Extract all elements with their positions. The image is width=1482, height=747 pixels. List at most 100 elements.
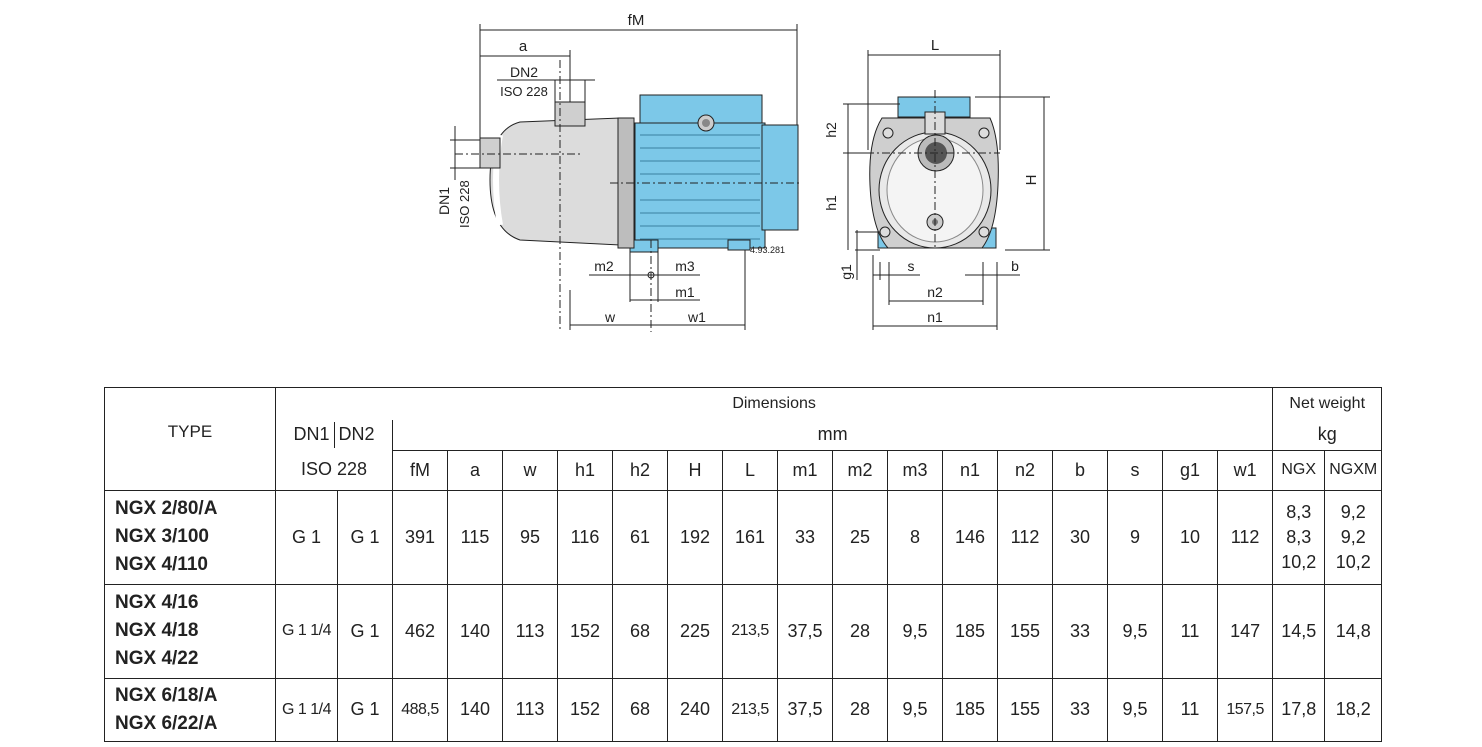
dim-cell-w1: 157,5 xyxy=(1216,677,1274,743)
type-name: NGX 6/18/A xyxy=(115,684,218,706)
dim-cell-n2: 155 xyxy=(997,583,1053,679)
dim-cell-fM: 488,5 xyxy=(392,677,448,743)
label-b: b xyxy=(1011,258,1019,274)
ngxm-weight-cell: 9,2 9,2 10,2 xyxy=(1324,489,1383,585)
dim-cell-fM: 391 xyxy=(392,489,448,585)
col-header-w1: w1 xyxy=(1216,449,1274,491)
ngx-weight-cell: 17,8 xyxy=(1272,677,1326,743)
label-ISO228-top: ISO 228 xyxy=(500,84,548,99)
dn2-header: DN2 xyxy=(338,423,375,444)
label-m1: m1 xyxy=(675,284,695,300)
dim-cell-m2: 28 xyxy=(832,677,888,743)
dim-cell-g1: 11 xyxy=(1162,583,1218,679)
type-name: NGX 4/22 xyxy=(115,648,199,670)
type-name: NGX 4/110 xyxy=(115,554,208,576)
weight-value: 18,2 xyxy=(1335,699,1371,720)
type-cell: NGX 6/18/A NGX 6/22/A xyxy=(104,677,276,743)
dim-cell-a: 115 xyxy=(447,489,503,585)
weight-value: 9,2 xyxy=(1340,526,1366,547)
dim-cell-a: 140 xyxy=(447,677,503,743)
dim-cell-b: 30 xyxy=(1052,489,1108,585)
dim-cell-m3: 8 xyxy=(887,489,943,585)
label-h1: h1 xyxy=(823,195,839,211)
label-DN2: DN2 xyxy=(510,64,538,80)
type-name: NGX 3/100 xyxy=(115,526,209,548)
weight-value: 14,5 xyxy=(1281,620,1317,641)
type-name: NGX 4/16 xyxy=(115,592,199,614)
col-header-h1: h1 xyxy=(557,449,613,491)
weight-value: 9,2 xyxy=(1340,501,1366,522)
type-header: TYPE xyxy=(104,387,276,491)
dim-cell-H: 240 xyxy=(667,677,723,743)
dim-cell-h1: 152 xyxy=(557,677,613,743)
weight-value: 14,8 xyxy=(1335,620,1371,641)
label-n1: n1 xyxy=(927,309,943,325)
dim-cell-h2: 68 xyxy=(612,677,668,743)
iso-header: ISO 228 xyxy=(275,450,393,491)
type-name: NGX 2/80/A xyxy=(115,498,218,520)
dim-cell-H: 192 xyxy=(667,489,723,585)
dn2-cell: G 1 xyxy=(337,583,393,679)
dim-cell-h2: 68 xyxy=(612,583,668,679)
mm-header: mm xyxy=(391,419,1274,450)
dim-cell-b: 33 xyxy=(1052,677,1108,743)
pump-front-view: L H h2 h1 g1 s b n2 n1 xyxy=(823,37,1050,330)
weight-value: 10,2 xyxy=(1281,551,1317,572)
label-a: a xyxy=(519,38,528,55)
dim-cell-m3: 9,5 xyxy=(887,583,943,679)
dim-cell-n1: 146 xyxy=(942,489,998,585)
dn1-cell: G 1 xyxy=(275,489,338,585)
weight-value: 10,2 xyxy=(1335,551,1371,572)
net-weight-header: Net weight xyxy=(1272,387,1383,420)
col-header-b: b xyxy=(1052,449,1108,491)
label-w: w xyxy=(604,309,616,325)
label-m3: m3 xyxy=(675,258,695,274)
label-ISO228-side: ISO 228 xyxy=(457,180,472,228)
col-header-m2: m2 xyxy=(832,449,888,491)
weight-value: 8,3 xyxy=(1286,501,1312,522)
dim-cell-m3: 9,5 xyxy=(887,677,943,743)
label-fM: fM xyxy=(628,12,645,29)
col-header-a: a xyxy=(447,449,503,491)
dim-cell-n1: 185 xyxy=(942,677,998,743)
dim-cell-n1: 185 xyxy=(942,583,998,679)
weight-value: 17,8 xyxy=(1281,699,1317,720)
dim-cell-n2: 155 xyxy=(997,677,1053,743)
dn1-cell: G 1 1/4 xyxy=(275,583,338,679)
col-header-fM: fM xyxy=(392,449,448,491)
ngx-weight-cell: 8,3 8,3 10,2 xyxy=(1272,489,1326,585)
dn1-cell: G 1 1/4 xyxy=(275,677,338,743)
col-header-n2: n2 xyxy=(997,449,1053,491)
label-m2: m2 xyxy=(594,258,614,274)
dim-cell-w1: 147 xyxy=(1216,583,1274,679)
weight-value: 8,3 xyxy=(1286,526,1312,547)
dim-cell-s: 9,5 xyxy=(1107,583,1163,679)
col-header-L: L xyxy=(722,449,778,491)
col-header-m1: m1 xyxy=(777,449,833,491)
label-h2: h2 xyxy=(823,122,839,138)
dim-cell-h1: 152 xyxy=(557,583,613,679)
dim-cell-m1: 37,5 xyxy=(777,677,833,743)
dim-cell-m2: 25 xyxy=(832,489,888,585)
ngxm-weight-cell: 18,2 xyxy=(1324,677,1383,743)
col-header-h2: h2 xyxy=(612,449,668,491)
col-header-ngxm: NGXM xyxy=(1324,449,1383,491)
kg-header: kg xyxy=(1272,419,1383,450)
type-name: NGX 6/22/A xyxy=(115,712,218,734)
dim-cell-w: 113 xyxy=(502,677,558,743)
pump-side-view: fM a DN2 ISO 228 DN1 ISO 228 4.93.281 m2… xyxy=(436,12,800,332)
dim-cell-w: 95 xyxy=(502,489,558,585)
label-DN1: DN1 xyxy=(436,187,452,215)
label-w1: w1 xyxy=(687,309,706,325)
dim-cell-s: 9 xyxy=(1107,489,1163,585)
dim-cell-g1: 11 xyxy=(1162,677,1218,743)
col-header-w: w xyxy=(502,449,558,491)
label-L: L xyxy=(931,37,939,54)
col-header-s: s xyxy=(1107,449,1163,491)
dim-cell-w1: 112 xyxy=(1216,489,1274,585)
ngxm-weight-cell: 14,8 xyxy=(1324,583,1383,679)
